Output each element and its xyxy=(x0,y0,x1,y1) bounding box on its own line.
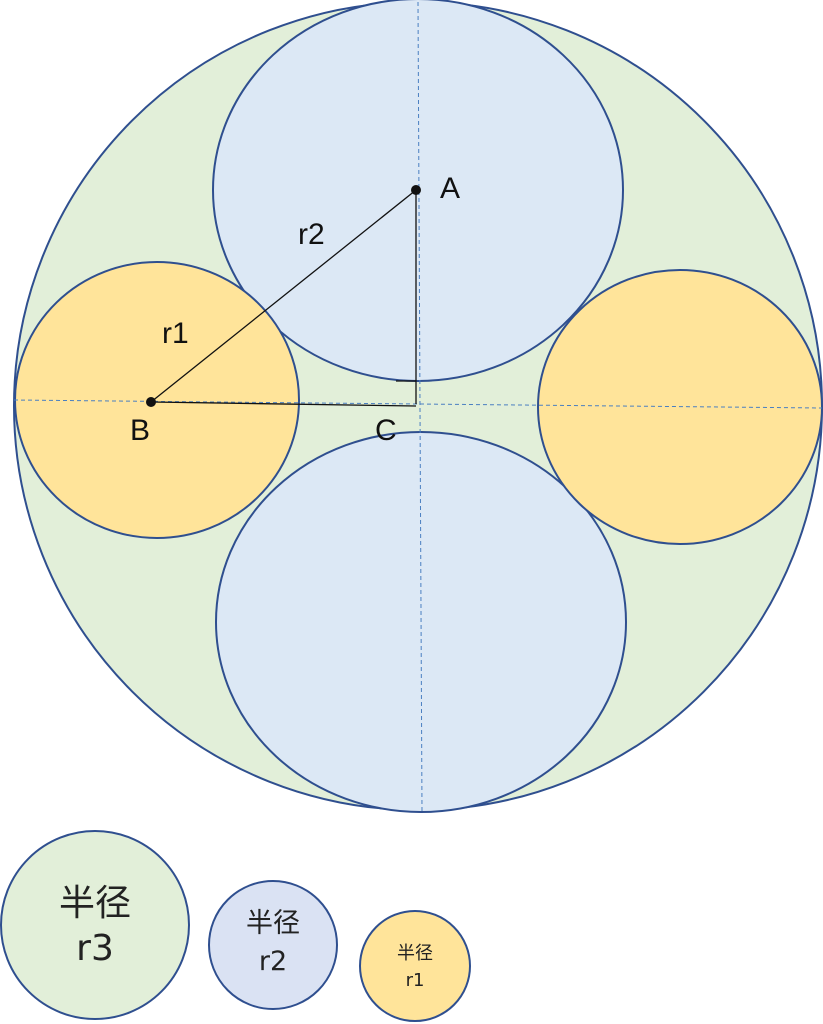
legend-large-line1: 半径 xyxy=(59,883,131,924)
label-point-c: C xyxy=(375,414,397,447)
legend-medium-circle-shape xyxy=(208,880,338,1010)
segment-b-to-a xyxy=(150,189,417,403)
segment-b-to-c xyxy=(150,401,417,407)
label-point-b: B xyxy=(130,414,150,447)
legend-medium-line2: r2 xyxy=(259,946,287,977)
point-b xyxy=(146,397,156,407)
legend-medium-line1: 半径 xyxy=(246,908,300,939)
vertical-dashed-axis xyxy=(417,1,423,813)
label-r1: r1 xyxy=(162,317,189,350)
label-point-a: A xyxy=(440,172,460,205)
legend-small-line2: r1 xyxy=(406,970,425,991)
legend-large-circle: 半径 r3 xyxy=(0,830,190,1020)
legend-medium-circle: 半径 r2 xyxy=(208,880,338,1010)
legend-large-line2: r3 xyxy=(76,928,114,969)
legend-small-circle: 半径 r1 xyxy=(359,910,471,1022)
legend-small-circle-shape xyxy=(359,910,471,1022)
legend-small-line1: 半径 xyxy=(397,943,433,964)
point-a xyxy=(411,185,421,195)
label-r2: r2 xyxy=(298,218,325,251)
bottom-circle-r2 xyxy=(215,431,627,813)
legend-large-circle-shape xyxy=(0,830,190,1020)
